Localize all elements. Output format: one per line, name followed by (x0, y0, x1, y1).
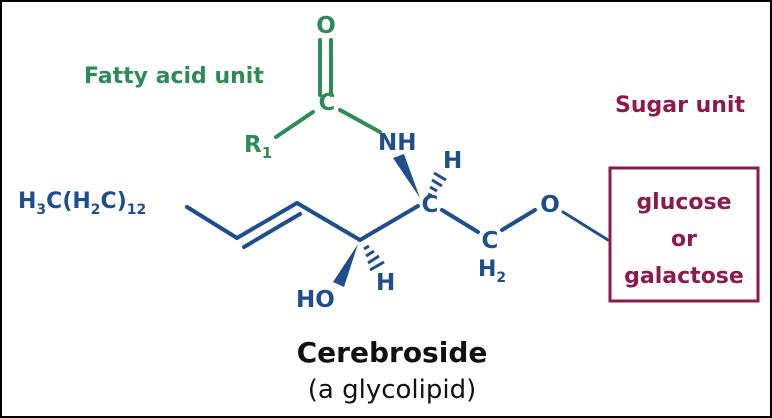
alkyl-chain-label: H3C(H2C)12 (18, 189, 146, 218)
amide-nh: NH (378, 130, 417, 156)
ether-oxygen: O (540, 192, 560, 218)
ch2-o-bond (500, 208, 537, 232)
c-r1-bond (274, 110, 315, 139)
o-sugar-bond (561, 210, 610, 242)
sugar-or: or (671, 227, 697, 252)
diagram-title: Cerebroside (297, 336, 488, 369)
sugar-galactose: galactose (624, 264, 744, 289)
carbonyl-carbon: C (319, 90, 336, 116)
sugar-unit-label: Sugar unit (615, 93, 745, 118)
ch2-carbon: C (482, 228, 499, 254)
center-carbon: C (422, 192, 439, 218)
ch2-hydrogen: H2 (478, 257, 506, 286)
r1-group: R1 (244, 132, 272, 162)
h-top-label: H (443, 148, 462, 174)
fatty-acid-unit-label: Fatty acid unit (84, 64, 264, 89)
alkene-bond-a (235, 201, 299, 240)
c-nh-bond (338, 108, 382, 134)
sugar-box (608, 166, 760, 303)
h-bottom-label: H (376, 270, 395, 296)
chain-bond-1 (185, 205, 239, 240)
alkene-bond-b (242, 212, 302, 249)
wedge-bond-ho (333, 244, 358, 287)
chain-bond-3 (358, 204, 420, 242)
diagram-subtitle: (a glycolipid) (308, 375, 476, 405)
c-ch2-bond (440, 208, 480, 234)
hash-bond-h-bottom (363, 244, 385, 272)
wedge-bond-nh (393, 154, 420, 198)
sugar-glucose: glucose (636, 190, 731, 215)
hydroxyl-ho: HO (296, 287, 335, 313)
carbonyl-oxygen: O (316, 13, 336, 39)
chain-bond-2 (295, 201, 362, 242)
hash-bond-h-top (427, 171, 447, 198)
